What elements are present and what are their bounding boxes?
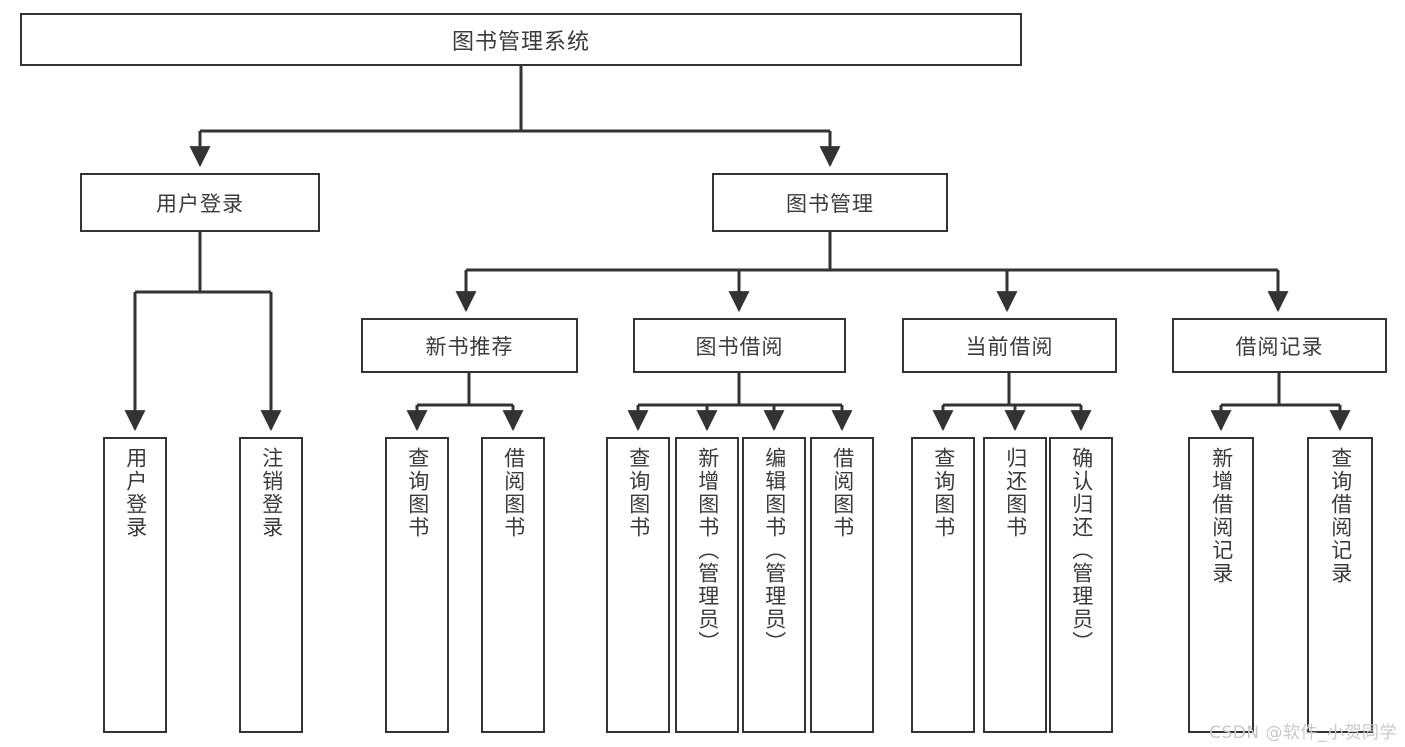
leaf-confirm-return-admin-label: 确认归还（管理员） [1069,447,1094,654]
node-new-book-recommend[interactable]: 新书推荐 [361,318,578,373]
leaf-query-borrow-record-label: 查询借阅记录 [1328,447,1353,585]
leaf-borrow-book-newbook-label: 借阅图书 [501,447,526,539]
node-user-login-label: 用户登录 [156,191,244,216]
node-root[interactable]: 图书管理系统 [20,13,1022,66]
leaf-add-book-admin[interactable]: 新增图书（管理员） [675,437,739,733]
leaf-add-borrow-record[interactable]: 新增借阅记录 [1188,437,1254,733]
node-current-borrow-label: 当前借阅 [965,334,1054,359]
leaf-confirm-return-admin[interactable]: 确认归还（管理员） [1049,437,1113,733]
leaf-query-book-current-label: 查询图书 [931,447,956,539]
node-book-borrow-label: 图书借阅 [695,334,784,359]
leaf-edit-book-admin-label: 编辑图书（管理员） [762,447,787,654]
node-root-label: 图书管理系统 [451,29,590,55]
leaf-query-book-current[interactable]: 查询图书 [911,437,975,733]
leaf-query-book-borrow[interactable]: 查询图书 [606,437,670,733]
leaf-user-login-label: 用户登录 [123,447,148,539]
leaf-borrow-book[interactable]: 借阅图书 [810,437,874,733]
node-borrow-record[interactable]: 借阅记录 [1172,318,1387,373]
leaf-borrow-book-newbook[interactable]: 借阅图书 [481,437,545,733]
leaf-add-book-admin-label: 新增图书（管理员） [695,447,720,654]
node-new-book-recommend-label: 新书推荐 [425,334,514,359]
leaf-query-book-borrow-label: 查询图书 [626,447,651,539]
node-book-management-label: 图书管理 [786,191,874,216]
leaf-add-borrow-record-label: 新增借阅记录 [1209,447,1234,585]
leaf-edit-book-admin[interactable]: 编辑图书（管理员） [742,437,806,733]
leaf-logout-label: 注销登录 [259,447,284,539]
node-book-borrow[interactable]: 图书借阅 [633,318,846,373]
leaf-return-book-label: 归还图书 [1003,447,1028,539]
node-borrow-record-label: 借阅记录 [1235,334,1324,359]
leaf-query-book-newbook[interactable]: 查询图书 [385,437,449,733]
leaf-query-book-newbook-label: 查询图书 [405,447,430,539]
node-book-management[interactable]: 图书管理 [712,173,948,232]
leaf-return-book[interactable]: 归还图书 [983,437,1047,733]
leaf-query-borrow-record[interactable]: 查询借阅记录 [1307,437,1373,733]
node-user-login[interactable]: 用户登录 [80,173,320,232]
leaf-borrow-book-label: 借阅图书 [830,447,855,539]
leaf-logout[interactable]: 注销登录 [239,437,303,733]
leaf-user-login[interactable]: 用户登录 [103,437,167,733]
node-current-borrow[interactable]: 当前借阅 [902,318,1117,373]
